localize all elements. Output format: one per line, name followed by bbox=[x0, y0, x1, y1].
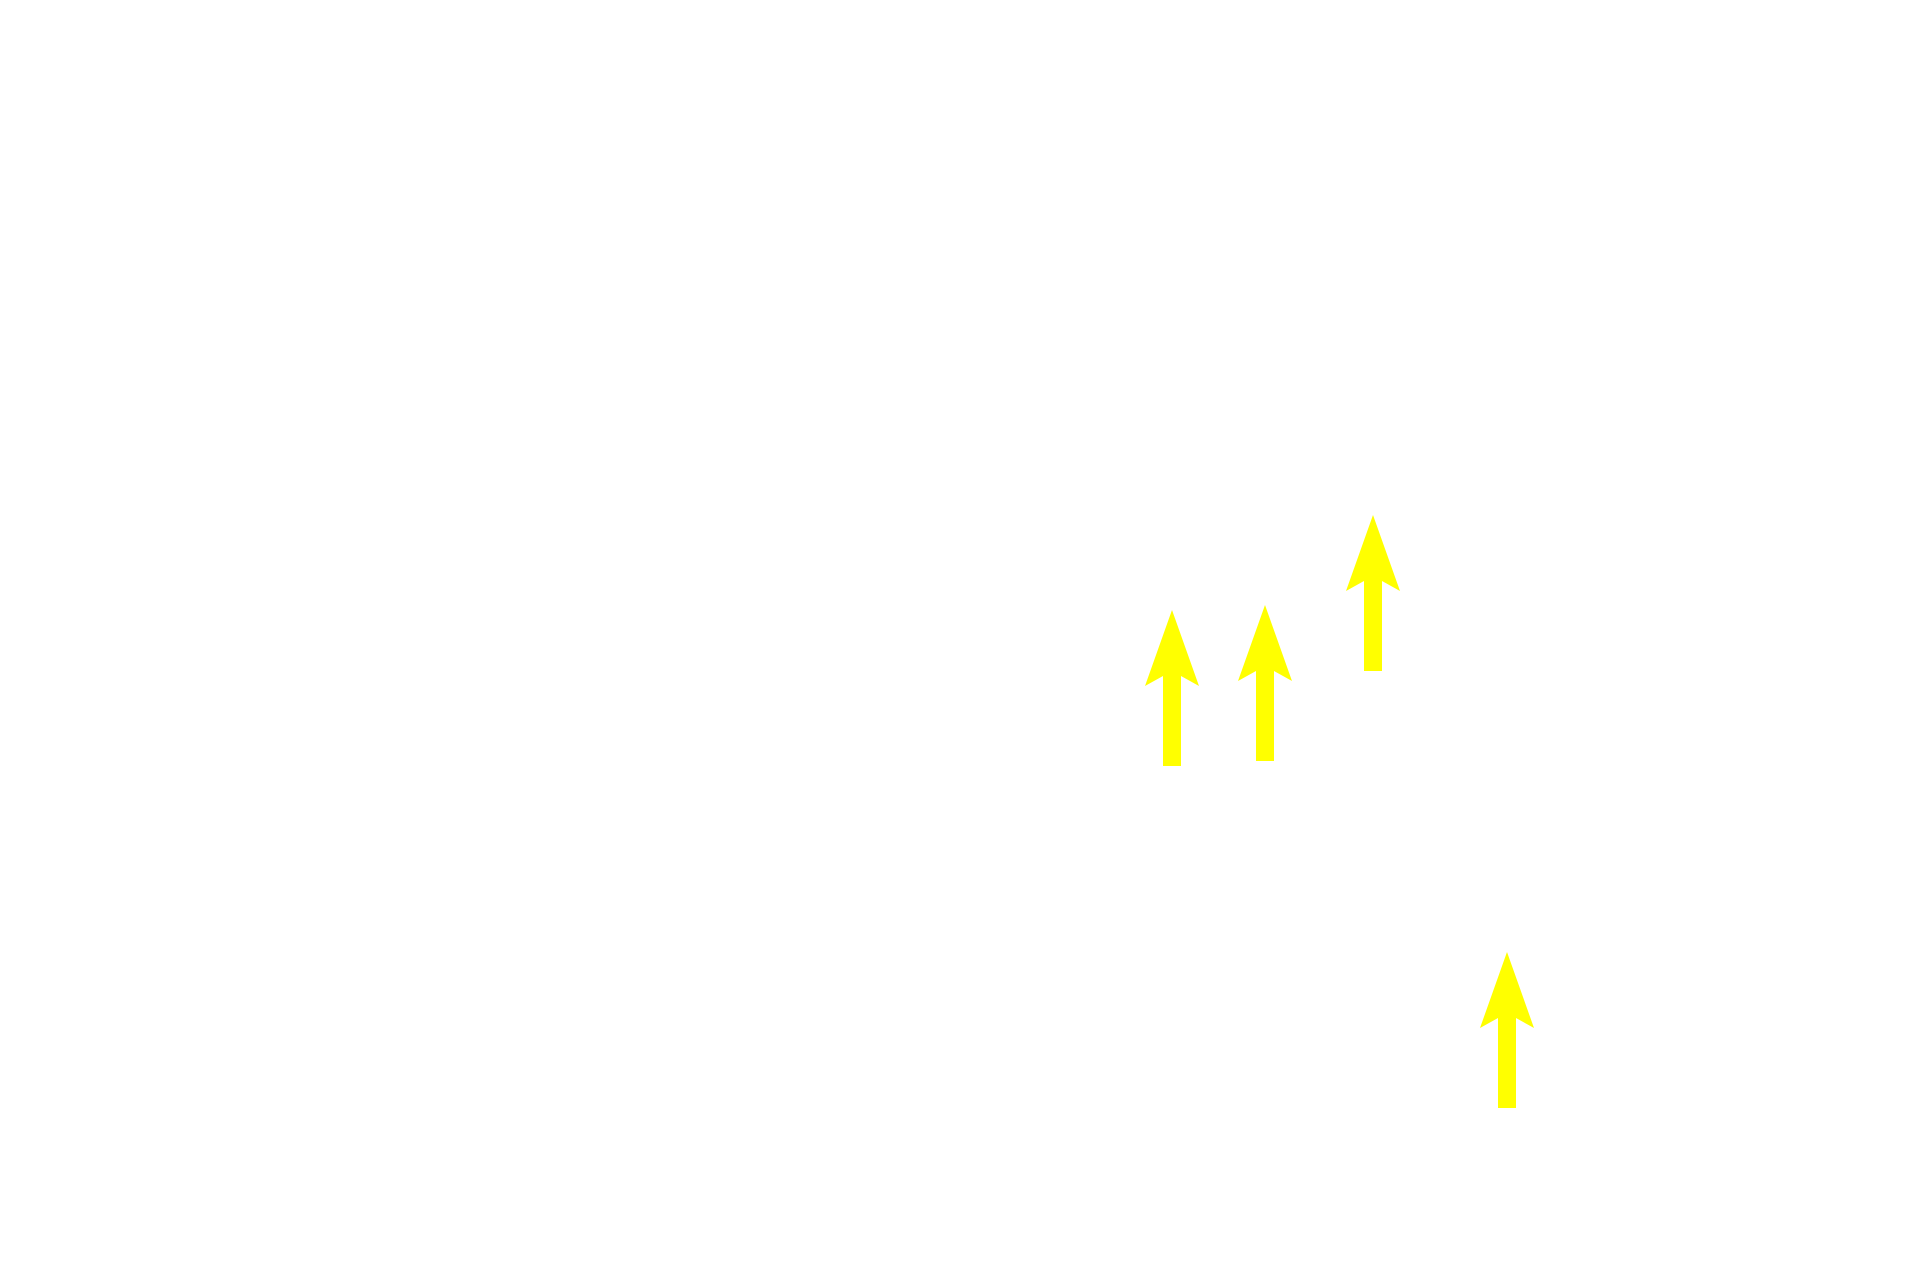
arrow-up-icon-shape bbox=[1238, 605, 1292, 761]
arrow-up-icon bbox=[1145, 610, 1199, 766]
arrow-up-icon bbox=[1480, 952, 1534, 1108]
arrow-up-icon-shape bbox=[1346, 515, 1400, 671]
arrow-up-icon-shape bbox=[1145, 610, 1199, 766]
arrow-up-icon bbox=[1346, 515, 1400, 671]
arrow-up-icon-shape bbox=[1480, 952, 1534, 1108]
arrow-up-icon bbox=[1238, 605, 1292, 761]
